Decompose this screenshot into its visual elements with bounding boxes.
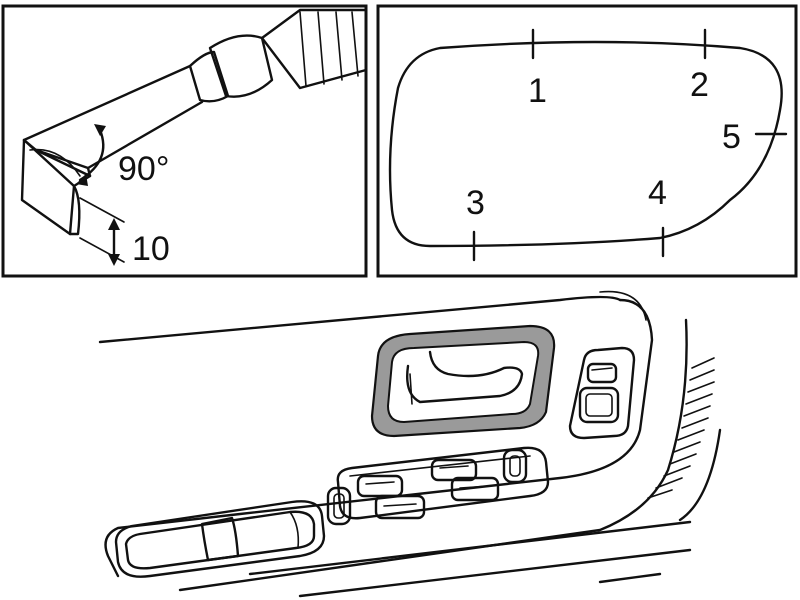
door-panel-illustration xyxy=(98,290,722,598)
mirror-panel: 1 2 3 4 5 xyxy=(376,4,798,278)
point-label-5: 5 xyxy=(722,118,741,156)
armrest-pocket xyxy=(114,500,326,578)
window-switch-rear-left[interactable] xyxy=(374,494,426,520)
point-label-1: 1 xyxy=(528,72,547,110)
inner-door-handle xyxy=(370,324,556,438)
mirror-panel-frame xyxy=(376,4,798,278)
window-switch-console xyxy=(326,446,550,526)
door-edge xyxy=(178,318,688,592)
handle-lever xyxy=(406,350,524,404)
window-sill-line xyxy=(98,295,622,344)
side-rocker-left[interactable] xyxy=(326,486,352,526)
door-edge-hatching xyxy=(647,357,715,499)
side-rocker-right[interactable] xyxy=(502,448,528,484)
angle-label: 90° xyxy=(118,150,169,188)
lock-button-main[interactable] xyxy=(578,386,620,424)
lock-button-top[interactable] xyxy=(586,362,618,384)
length-label: 10 xyxy=(132,230,170,268)
tool-panel-frame xyxy=(1,4,368,278)
double-arrow-icon xyxy=(79,197,125,266)
lock-switch-cluster xyxy=(568,346,636,440)
curved-arrow-icon xyxy=(76,124,106,186)
point-label-2: 2 xyxy=(690,66,709,104)
point-label-3: 3 xyxy=(466,184,485,222)
door-trim-outline xyxy=(104,298,654,578)
window-switch-front-left[interactable] xyxy=(356,474,404,498)
tool-panel: 90° 10 xyxy=(1,4,368,278)
screwdriver-handle xyxy=(188,8,368,103)
point-label-4: 4 xyxy=(648,174,667,212)
window-switch-rear-right[interactable] xyxy=(450,476,500,502)
armrest-pull-cup[interactable] xyxy=(200,516,240,562)
mirror-tick-marks xyxy=(472,28,788,262)
